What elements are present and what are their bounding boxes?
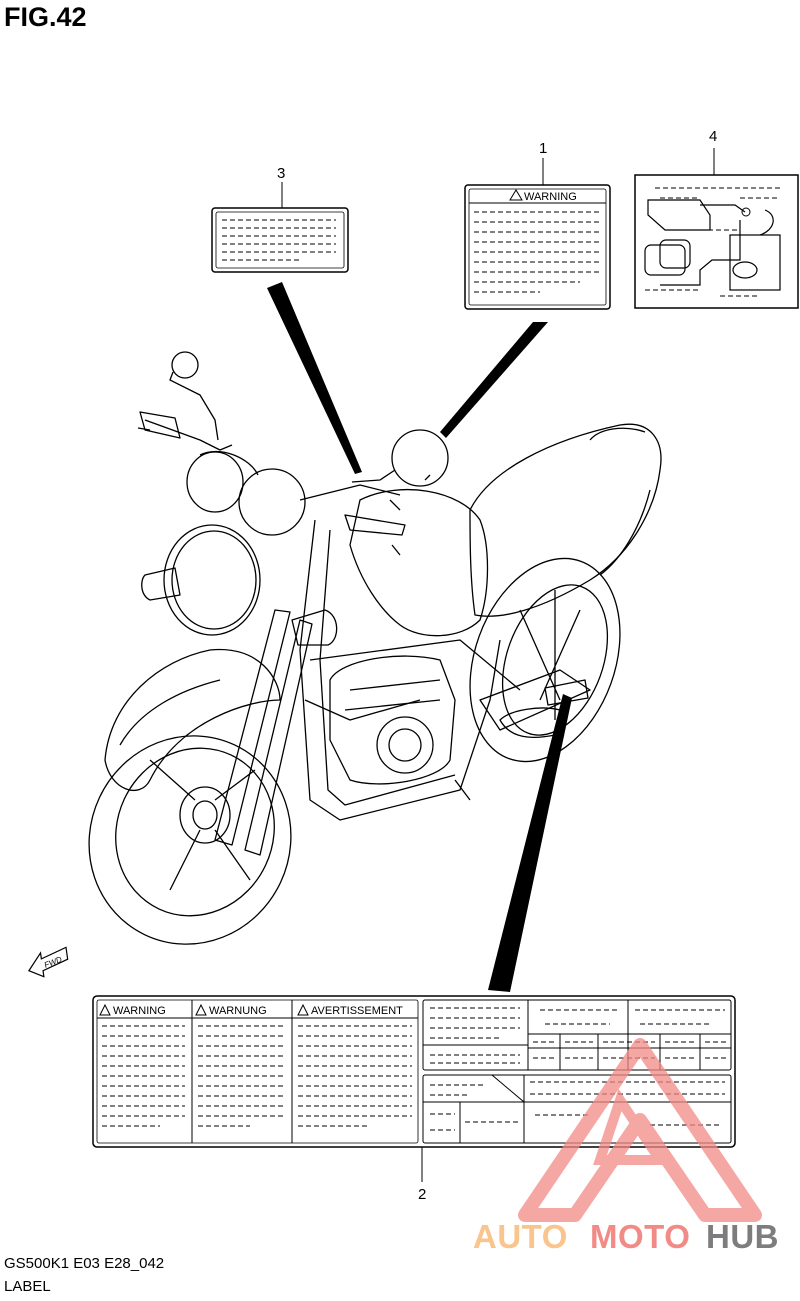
label-3-sticker — [211, 207, 349, 273]
callout-1: 1 — [539, 140, 548, 157]
label-2-sticker — [92, 995, 736, 1148]
diagram-name: LABEL — [4, 1278, 51, 1295]
watermark-text-auto: AUTO — [473, 1218, 568, 1255]
pointer-label-1 — [440, 322, 548, 438]
pointer-label-2 — [488, 694, 572, 992]
diagram-code: GS500K1 E03 E28_042 — [4, 1255, 165, 1272]
callout-3: 3 — [277, 165, 286, 182]
label-2-heading-en: WARNING — [113, 1005, 166, 1017]
fwd-arrow-icon — [27, 946, 69, 978]
label-2-heading-de: WARNUNG — [209, 1005, 267, 1017]
motorcycle-drawing — [88, 351, 662, 945]
label-4-sticker — [634, 174, 799, 309]
pointer-label-3 — [267, 282, 362, 474]
figure-title: FIG.42 — [4, 2, 87, 32]
watermark-text-moto: MOTO — [590, 1218, 691, 1255]
label-1-sticker — [464, 184, 611, 310]
callout-2: 2 — [418, 1186, 427, 1203]
label-1-heading: WARNING — [524, 191, 577, 203]
watermark-logo — [518, 1038, 762, 1222]
callout-4: 4 — [709, 128, 718, 145]
watermark-text-hub: HUB — [706, 1218, 779, 1255]
label-2-heading-fr: AVERTISSEMENT — [311, 1005, 403, 1017]
